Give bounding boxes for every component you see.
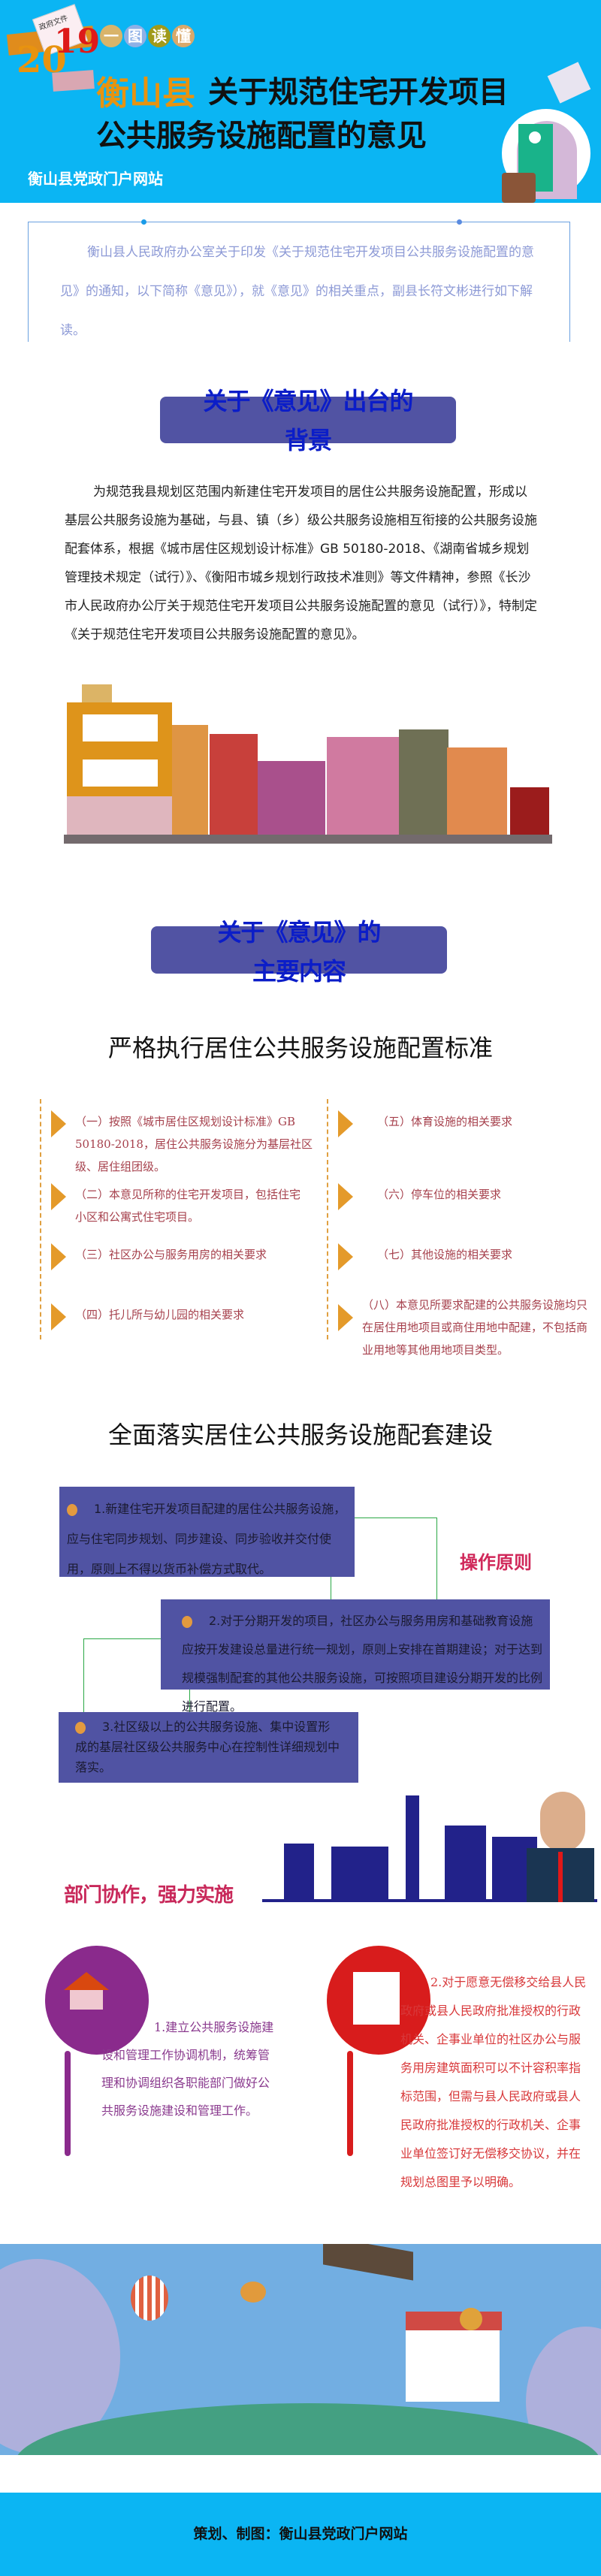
year-prefix: 20 bbox=[17, 39, 67, 81]
presenter-cartoon bbox=[540, 1792, 585, 1852]
standard-item: （三）社区办公与服务用房的相关要求 bbox=[51, 1243, 319, 1270]
principle-text: 2.对于分期开发的项目，社区办公与服务用房和基础教育设施应按开发建设总量进行统一… bbox=[182, 1614, 543, 1714]
paper-icon bbox=[547, 62, 591, 104]
principle-box: 1.新建住宅开发项目配建的居住公共服务设施，应与住宅同步规划、同步建设、同步验收… bbox=[59, 1487, 355, 1577]
bullet-icon bbox=[182, 1615, 192, 1628]
certificate-illustration bbox=[502, 109, 590, 203]
connector-line bbox=[83, 1638, 84, 1712]
connector-line bbox=[436, 1518, 437, 1600]
principle-box: 3.社区级以上的公共服务设施、集中设置形成的基层社区级公共服务中心在控制性详细规… bbox=[59, 1712, 358, 1783]
footer: 策划、制图：衡山县党政门户网站 bbox=[0, 2493, 601, 2576]
standard-item-text: （一）按照《城市居住区规划设计标准》GB 50180-2018，居住公共服务设施… bbox=[75, 1115, 313, 1173]
standard-item: （六）停车位的相关要求 bbox=[338, 1183, 593, 1210]
connector-line bbox=[83, 1638, 161, 1639]
balloon-string bbox=[347, 2051, 353, 2156]
principle-text: 3.社区级以上的公共服务设施、集中设置形成的基层社区级公共服务中心在控制性详细规… bbox=[75, 1720, 340, 1774]
cooperation-item: 1.建立公共服务设施建设和管理工作协调机制，统筹管理和协调组织各职能部门做好公共… bbox=[101, 2020, 274, 2118]
arrow-icon bbox=[338, 1183, 353, 1210]
standard-item-text: （八）本意见所要求配建的公共服务设施均只在居住用地项目或商住用地中配建，不包括商… bbox=[362, 1298, 588, 1357]
standard-item-text: （四）托儿所与幼儿园的相关要求 bbox=[75, 1308, 245, 1321]
standards-title: 严格执行居住公共服务设施配置标准 bbox=[107, 1034, 493, 1062]
standard-item-text: （三）社区办公与服务用房的相关要求 bbox=[75, 1248, 267, 1261]
section-heading-background bbox=[151, 926, 447, 974]
footer-credit: 策划、制图：衡山县党政门户网站 bbox=[193, 2526, 408, 2542]
standard-item: （五）体育设施的相关要求 bbox=[338, 1110, 593, 1137]
sun-icon bbox=[240, 2282, 266, 2303]
arrow-icon bbox=[51, 1303, 66, 1330]
house-icon bbox=[64, 1972, 109, 2010]
site-name: 衡山县党政门户网站 bbox=[28, 170, 163, 188]
year-suffix: 19 bbox=[54, 23, 101, 61]
standard-item: （七）其他设施的相关要求 bbox=[338, 1243, 593, 1270]
hot-air-balloon-icon bbox=[131, 2276, 168, 2321]
bullet-icon bbox=[75, 1721, 86, 1734]
standard-item-text: （六）停车位的相关要求 bbox=[377, 1188, 502, 1201]
arrow-icon bbox=[51, 1243, 66, 1270]
tagline-char: 一 bbox=[100, 25, 122, 47]
header-banner: 政府文件 20 19 一图读懂 衡山县 关于规范住宅开发项目 公共服务设施配置的… bbox=[0, 0, 601, 203]
divider bbox=[40, 1099, 41, 1339]
heading-line: 关于《意见》的 bbox=[217, 918, 381, 947]
landscape-illustration bbox=[0, 2244, 601, 2455]
standard-item: （一）按照《城市居住区规划设计标准》GB 50180-2018，居住公共服务设施… bbox=[51, 1110, 319, 1178]
page-title-line2: 公共服务设施配置的意见 bbox=[96, 119, 427, 153]
section-heading-text: 关于《意见》出台的 背景 bbox=[160, 382, 456, 460]
cooperation-title: 部门协作，强力实施 bbox=[64, 1884, 234, 1907]
balloon-purple bbox=[45, 1946, 149, 2055]
cooperation-item: 2.对于愿意无偿移交给县人民政府或县人民政府批准授权的行政机关、企事业单位的社区… bbox=[400, 1975, 587, 2189]
arrow-icon bbox=[338, 1304, 353, 1331]
heading-line: 关于《意见》出台的 bbox=[203, 387, 413, 415]
house-icon bbox=[406, 2327, 500, 2402]
arrow-icon bbox=[51, 1183, 66, 1210]
principle-text: 1.新建住宅开发项目配建的居住公共服务设施，应与住宅同步规划、同步建设、同步验收… bbox=[67, 1502, 346, 1576]
document-icon bbox=[353, 1972, 400, 2025]
heading-line: 背景 bbox=[284, 426, 332, 454]
page-title-line1: 关于规范住宅开发项目 bbox=[208, 75, 509, 110]
standard-item-text: （五）体育设施的相关要求 bbox=[377, 1115, 513, 1128]
tagline: 一图读懂 bbox=[100, 25, 196, 47]
county-name: 衡山县 bbox=[96, 74, 195, 113]
intro-text: 衡山县人民政府办公室关于印发《关于规范住宅开发项目公共服务设施配置的意见》的通知… bbox=[60, 245, 534, 338]
arrow-icon bbox=[338, 1243, 353, 1270]
tagline-char: 读 bbox=[148, 25, 171, 47]
background-paragraph: 为规范我县规划区范围内新建住宅开发项目的居住公共服务设施配置，形成以基层公共服务… bbox=[65, 485, 537, 642]
section-heading-text: 关于《意见》的 主要内容 bbox=[151, 913, 447, 991]
standard-item: （八）本意见所要求配建的公共服务设施均只在居住用地项目或商住用地中配建，不包括商… bbox=[338, 1294, 593, 1361]
hand-illustration bbox=[323, 2244, 413, 2281]
coin-icon bbox=[460, 2308, 482, 2330]
arrow-icon bbox=[338, 1110, 353, 1137]
divider bbox=[327, 1099, 328, 1339]
bullet-icon bbox=[67, 1503, 77, 1516]
principle-box: 2.对于分期开发的项目，社区办公与服务用房和基础教育设施应按开发建设总量进行统一… bbox=[161, 1599, 550, 1714]
heading-line: 主要内容 bbox=[252, 957, 346, 986]
tagline-char: 图 bbox=[124, 25, 146, 47]
standard-item-text: （七）其他设施的相关要求 bbox=[377, 1248, 513, 1261]
standard-item-text: （二）本意见所称的住宅开发项目，包括住宅小区和公寓式住宅项目。 bbox=[75, 1188, 301, 1224]
standard-item: （二）本意见所称的住宅开发项目，包括住宅小区和公寓式住宅项目。 bbox=[51, 1183, 311, 1228]
city-skyline-illustration bbox=[262, 1792, 597, 1902]
buildings-illustration bbox=[64, 684, 552, 844]
connector-line bbox=[189, 1690, 190, 1712]
construction-title: 全面落实居住公共服务设施配套建设 bbox=[107, 1421, 493, 1449]
principles-label: 操作原则 bbox=[460, 1552, 532, 1573]
section-heading-background bbox=[160, 397, 456, 443]
standard-item: （四）托儿所与幼儿园的相关要求 bbox=[51, 1303, 319, 1330]
intro-box: 衡山县人民政府办公室关于印发《关于规范住宅开发项目公共服务设施配置的意见》的通知… bbox=[28, 219, 570, 342]
balloon-string bbox=[65, 2051, 71, 2156]
balloon-red bbox=[327, 1946, 430, 2055]
tagline-char: 懂 bbox=[172, 25, 195, 47]
arrow-icon bbox=[51, 1110, 66, 1137]
